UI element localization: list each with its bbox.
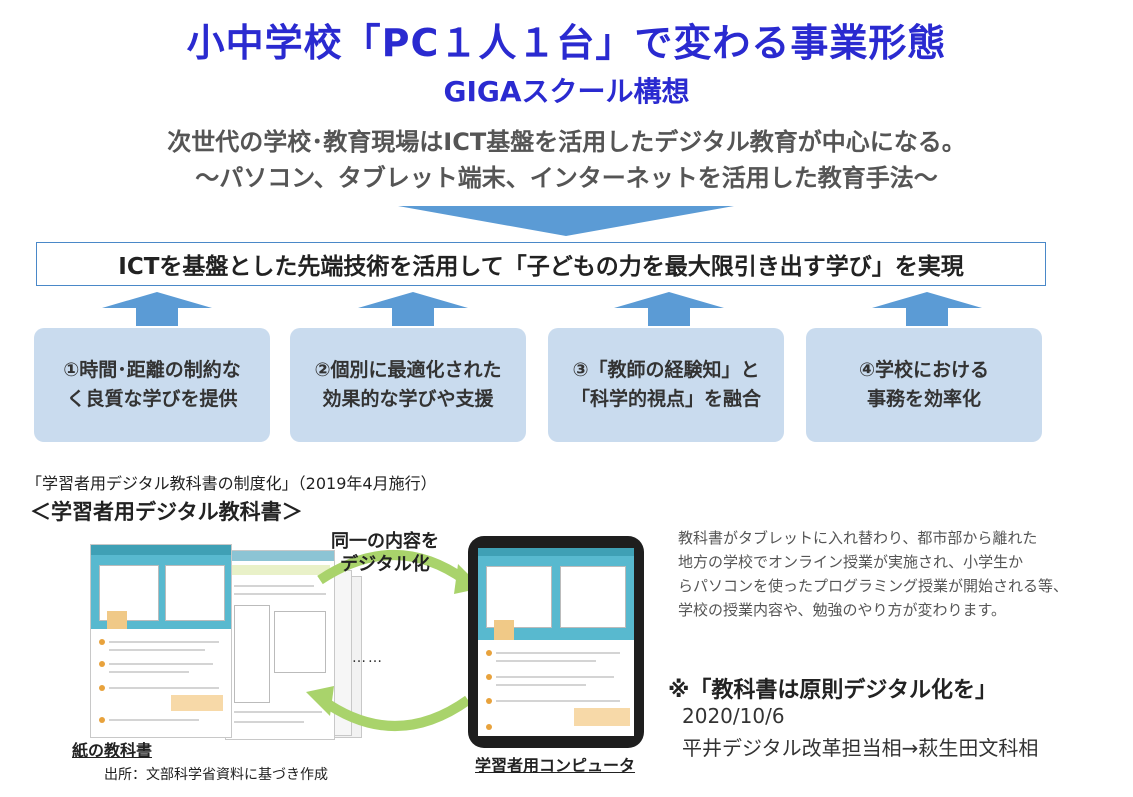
same-content-text: 同一の内容を [331, 531, 439, 552]
pillar-text: ③「教師の経験知」と [572, 358, 760, 381]
pillar-text: ④学校における [858, 358, 990, 381]
description-text: 教科書がタブレットに入れ替わり、都市部から離れた 地方の学校でオンライン授業が実… [678, 526, 1118, 622]
description-line: 学校の授業内容や、勉強のやり方が変わります。 [678, 601, 1007, 619]
pillar-admin-efficiency: ④学校における事務を効率化 [806, 328, 1042, 442]
up-arrow-icon [358, 292, 468, 326]
description-line: 地方の学校でオンライン授業が実施され、小学生か [678, 553, 1024, 571]
tablet-screen [478, 548, 634, 736]
pillar-time-distance: ①時間･距離の制約なく良質な学びを提供 [34, 328, 270, 442]
learner-computer-label: 学習者用コンピュータ [475, 756, 636, 775]
pillar-text: く良質な学びを提供 [66, 388, 238, 410]
up-arrow-icon [872, 292, 982, 326]
pillar-personalized: ②個別に最適化された効果的な学びや支援 [290, 328, 526, 442]
same-content-text: デジタル化 [340, 554, 430, 576]
lead-line-2: ～パソコン、タブレット端末、インターネットを活用した教育手法～ [195, 164, 938, 192]
note-who: 平井デジタル改革担当相→萩生田文科相 [682, 736, 1039, 760]
page-title: 小中学校「PC１人１台」で変わる事業形態 [186, 21, 947, 65]
pillar-text: ①時間･距離の制約な [63, 358, 241, 381]
digital-textbook-heading: ＜学習者用デジタル教科書＞ [30, 500, 303, 524]
pillar-text: ②個別に最適化された [314, 358, 502, 381]
up-arrow-icon [102, 292, 212, 326]
goal-banner: ICTを基盤とした先端技術を活用して「子どもの力を最大限引き出す学び」を実現 [36, 242, 1046, 286]
textbook-page-left [90, 544, 232, 738]
same-content-label: 同一の内容を デジタル化 [300, 530, 470, 577]
paper-textbook-label: 紙の教科書 [72, 741, 153, 760]
paper-textbook-illustration [70, 540, 370, 740]
lead-line-1: 次世代の学校･教育現場はICT基盤を活用したデジタル教育が中心になる。 [167, 128, 966, 156]
page-subtitle: GIGAスクール構想 [443, 75, 690, 108]
pillar-text: 「科学的視点」を融合 [570, 388, 761, 410]
note-title: ※「教科書は原則デジタル化を」 [668, 678, 997, 703]
pillar-text: 事務を効率化 [866, 388, 981, 410]
note-date: 2020/10/6 [682, 704, 785, 728]
law-note: 「学習者用デジタル教科書の制度化」（2019年4月施行） [26, 474, 437, 493]
textbook-page-right [225, 550, 335, 740]
ellipsis-mark: …… [352, 650, 384, 666]
up-arrow-icon [614, 292, 724, 326]
pillar-experience-science: ③「教師の経験知」と「科学的視点」を融合 [548, 328, 784, 442]
description-line: 教科書がタブレットに入れ替わり、都市部から離れた [678, 529, 1038, 547]
description-line: らパソコンを使ったプログラミング授業が開始される等、 [678, 577, 1069, 595]
pillar-text: 効果的な学びや支援 [322, 388, 494, 410]
tablet-device [468, 536, 644, 748]
source-note: 出所：文部科学省資料に基づき作成 [104, 767, 328, 783]
down-arrow-icon [398, 206, 734, 236]
